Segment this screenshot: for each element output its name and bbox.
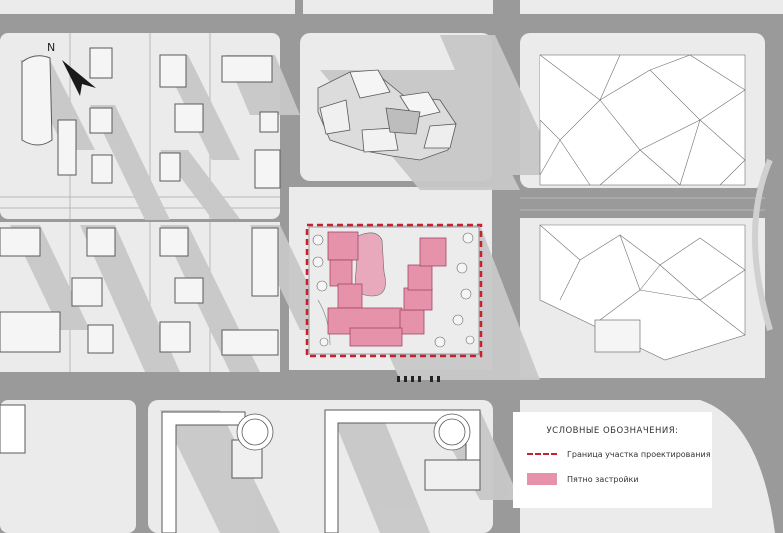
block-top-strip-left xyxy=(0,0,295,14)
site-boundary xyxy=(305,223,483,358)
north-arrow-icon xyxy=(62,60,96,96)
legend-item-boundary: Граница участка проектирования xyxy=(527,447,711,461)
buildings-northwest xyxy=(21,47,281,189)
park-northeast xyxy=(539,54,746,186)
legend-item-label: Пятно застройки xyxy=(567,474,639,484)
legend-title: УСЛОВНЫЕ ОБОЗНАЧЕНИЯ: xyxy=(546,426,679,436)
north-label: N xyxy=(47,41,56,54)
site-trees xyxy=(312,232,475,348)
museum-complex xyxy=(317,69,457,161)
street-bollards xyxy=(397,376,440,382)
footprint-swatch xyxy=(527,473,557,485)
legend: УСЛОВНЫЕ ОБОЗНАЧЕНИЯ: Граница участка пр… xyxy=(513,412,712,508)
legend-item-label: Граница участка проектирования xyxy=(567,449,711,459)
curved-tower xyxy=(21,55,53,146)
block-top-strip-right xyxy=(520,0,783,14)
boundary-swatch xyxy=(527,453,557,455)
trees-south xyxy=(236,413,471,451)
block-top-strip-mid xyxy=(303,0,493,14)
park-east xyxy=(539,224,746,361)
legend-item-footprint: Пятно застройки xyxy=(527,472,639,486)
footprint-buildings xyxy=(327,231,447,347)
block-southwest xyxy=(0,400,136,533)
buildings-west xyxy=(0,227,279,356)
design-site xyxy=(305,223,483,358)
